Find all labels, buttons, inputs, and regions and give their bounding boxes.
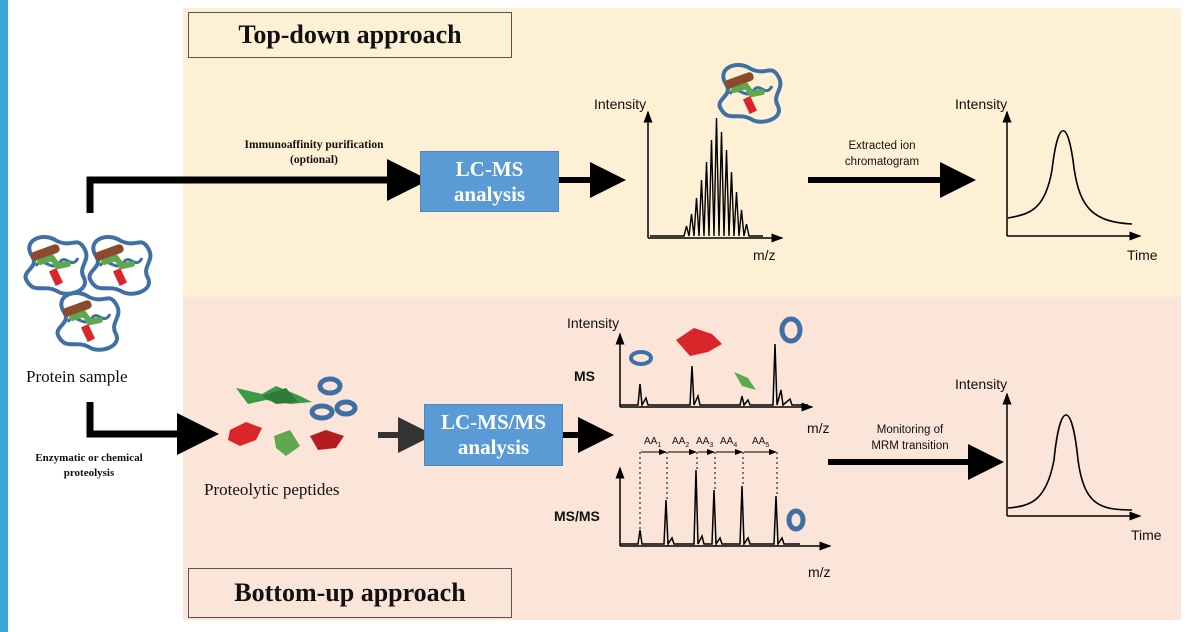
ms-ylabel: Intensity <box>567 315 620 331</box>
top-transition-line1: Extracted ion <box>848 140 916 152</box>
top-step-label: Immunoaffinity purification (optional) <box>216 138 412 168</box>
aa-label-1: AA1 <box>644 436 661 449</box>
bottom-chrom-ylabel: Intensity <box>955 376 1008 392</box>
msms-xlabel: m/z <box>808 564 831 580</box>
top-step-label-line2: (optional) <box>290 154 338 166</box>
bottom-step-label: Enzymatic or chemical proteolysis <box>14 451 164 481</box>
bottom-transition-line2: MRM transition <box>871 440 949 452</box>
top-path-arrow <box>86 159 429 213</box>
aa-label-3: AA3 <box>696 436 713 449</box>
ms-label: MS <box>574 368 595 384</box>
lcms-box-line2: analysis <box>453 181 526 206</box>
bottom-chrom-xlabel: Time <box>1131 527 1162 543</box>
msms-axes <box>615 466 832 551</box>
msms-label: MS/MS <box>554 508 600 524</box>
lcmsms-box-line1: LC-MS/MS <box>441 410 546 434</box>
top-chrom-trace <box>1007 130 1133 225</box>
aa-subscript: 1 <box>657 442 662 449</box>
protein-icon <box>25 237 86 294</box>
top-title: Top-down approach <box>238 20 462 49</box>
bottom-panel <box>183 297 1181 620</box>
msms-trace <box>620 469 800 547</box>
top-transition-line2: chromatogram <box>844 156 920 168</box>
aa-label-4: AA4 <box>720 436 737 449</box>
left-border <box>0 0 8 632</box>
top-chrom-xlabel: Time <box>1127 247 1158 263</box>
bottom-transition-line1: Monitoring of <box>876 424 944 436</box>
aa-subscript: 4 <box>733 442 738 449</box>
aa-guides <box>639 452 778 530</box>
top-spectrum-ylabel: Intensity <box>594 96 647 112</box>
ms-trace <box>620 343 808 408</box>
aa-text: AA <box>696 436 710 447</box>
aa-text: AA <box>644 436 658 447</box>
bottom-title: Bottom-up approach <box>234 578 466 607</box>
aa-subscript: 5 <box>765 442 770 449</box>
aa-label-5: AA5 <box>752 436 769 449</box>
top-spectrum-xlabel: m/z <box>753 247 776 263</box>
bottom-chrom-axes <box>1002 392 1142 521</box>
ms-xlabel: m/z <box>807 420 830 436</box>
peptide-fragments-icon <box>228 316 806 532</box>
top-spectrum-trace <box>650 117 763 237</box>
sample-label: Protein sample <box>26 367 128 386</box>
bottom-title-box: Bottom-up approach <box>188 568 512 618</box>
bottom-step-label-line1: Enzymatic or chemical <box>35 452 143 464</box>
top-transition-label: Extracted ion chromatogram <box>812 138 952 170</box>
top-step-label-line1: Immunoaffinity purification <box>244 139 384 151</box>
lcms-box-line1: LC-MS <box>455 156 524 181</box>
aa-text: AA <box>672 436 686 447</box>
bottom-path-arrow <box>86 402 219 455</box>
ms-axes <box>615 332 814 412</box>
aa-subscript: 2 <box>685 442 690 449</box>
aa-subscript: 3 <box>709 442 714 449</box>
lcmsms-box-line2: analysis <box>457 435 530 459</box>
peptides-label: Proteolytic peptides <box>204 480 340 499</box>
aa-label-2: AA2 <box>672 436 689 449</box>
lcmsms-box: LC-MS/MS analysis <box>424 404 563 466</box>
protein-icon <box>57 293 118 350</box>
bottom-step-label-line2: proteolysis <box>63 467 115 479</box>
bottom-transition-label: Monitoring of MRM transition <box>840 422 980 454</box>
aa-text: AA <box>720 436 734 447</box>
protein-icon <box>89 237 150 294</box>
top-spectrum-axes <box>643 110 784 243</box>
bottom-chrom-trace <box>1007 414 1133 511</box>
top-chrom-ylabel: Intensity <box>955 96 1008 112</box>
top-title-box: Top-down approach <box>188 12 512 58</box>
top-chrom-axes <box>1002 110 1142 241</box>
lcms-box: LC-MS analysis <box>420 151 559 212</box>
aa-text: AA <box>752 436 766 447</box>
